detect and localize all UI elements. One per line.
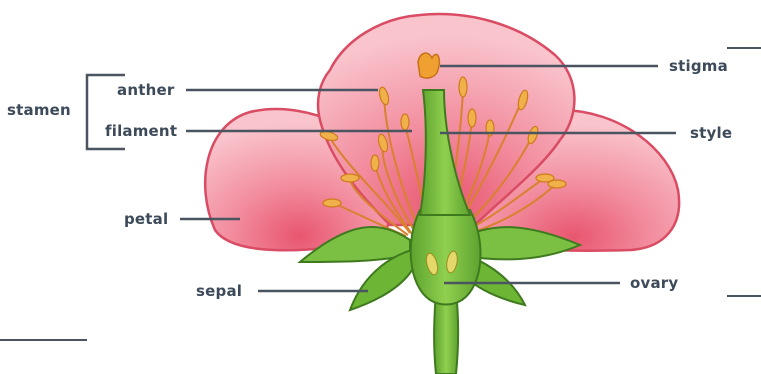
label-stamen: stamen (7, 101, 71, 119)
stigma-shape (418, 53, 439, 78)
label-style: style (690, 124, 732, 142)
label-anther: anther (117, 81, 174, 99)
label-stigma: stigma (669, 57, 728, 75)
label-filament: filament (105, 122, 177, 140)
ovary-shape (411, 210, 481, 305)
label-petal: petal (124, 210, 168, 228)
label-sepal: sepal (196, 282, 242, 300)
label-ovary: ovary (630, 274, 678, 292)
